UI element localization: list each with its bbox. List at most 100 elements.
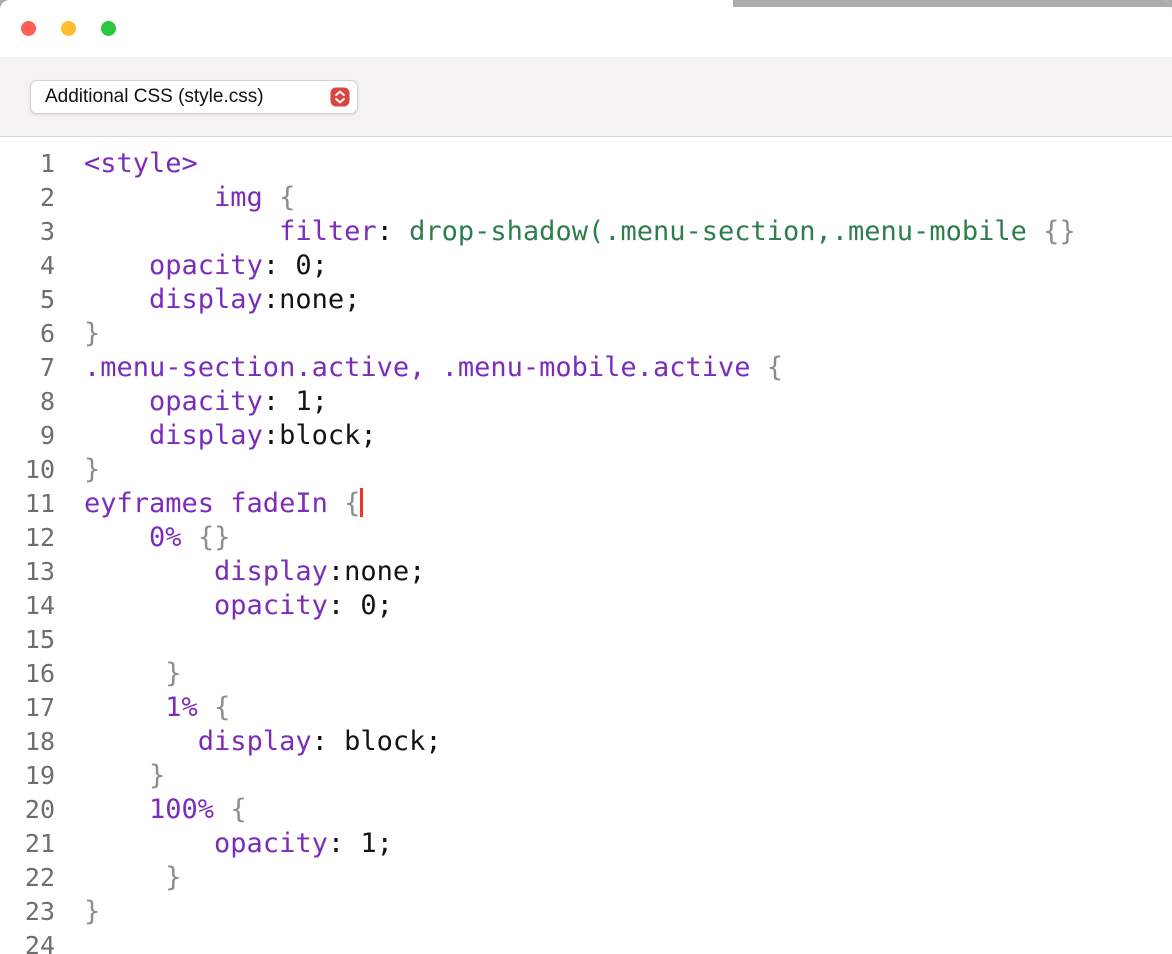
code-line[interactable]: 13 display:none; <box>0 555 1172 589</box>
line-number: 22 <box>24 863 55 892</box>
background-window-edge <box>733 0 1172 7</box>
code-line[interactable]: 10} <box>0 453 1172 487</box>
code-token <box>84 216 279 247</box>
line-number: 20 <box>24 795 55 824</box>
code-text <box>55 930 84 954</box>
code-token: } <box>84 454 101 485</box>
code-token <box>84 862 165 893</box>
code-editor[interactable]: 1<style>2 img {3 filter: drop-shadow(.me… <box>0 138 1172 954</box>
up-down-stepper-icon <box>330 87 350 107</box>
code-text: 100% { <box>55 794 247 825</box>
code-token: : <box>376 216 410 247</box>
zoom-button[interactable] <box>101 21 116 36</box>
close-button[interactable] <box>21 21 36 36</box>
code-token: { <box>279 182 296 213</box>
code-line[interactable]: 4 opacity: 0; <box>0 249 1172 283</box>
code-line[interactable]: 8 opacity: 1; <box>0 385 1172 419</box>
code-token: display <box>149 284 263 315</box>
code-token: .menu-section.active, .menu-mobile.activ… <box>84 352 751 383</box>
code-token <box>84 692 165 723</box>
line-number: 10 <box>24 455 55 484</box>
code-text: opacity: 0; <box>55 250 328 281</box>
code-text: 0% {} <box>55 522 230 553</box>
code-token: img <box>214 182 263 213</box>
line-number: 7 <box>39 353 55 382</box>
code-token: opacity <box>149 386 263 417</box>
code-token: } <box>84 896 101 927</box>
line-number: 24 <box>24 931 55 954</box>
code-token: display <box>197 726 312 757</box>
file-selector-label: Additional CSS (style.css) <box>45 85 264 107</box>
code-line[interactable]: 14 opacity: 0; <box>0 589 1172 623</box>
code-token: : 1; <box>327 828 393 859</box>
code-line[interactable]: 15 <box>0 623 1172 657</box>
code-token: <style> <box>84 148 198 179</box>
titlebar <box>0 0 1172 57</box>
line-number: 17 <box>24 693 55 722</box>
code-line[interactable]: 20 100% { <box>0 793 1172 827</box>
code-line[interactable]: 18 display: block; <box>0 725 1172 759</box>
code-token <box>84 828 214 859</box>
code-token: { <box>344 488 361 519</box>
code-text: opacity: 0; <box>55 590 393 621</box>
code-text: } <box>55 760 165 791</box>
code-line[interactable]: 5 display:none; <box>0 283 1172 317</box>
code-token <box>84 386 149 417</box>
code-token: } <box>165 658 182 689</box>
code-line[interactable]: 12 0% {} <box>0 521 1172 555</box>
code-token <box>84 658 165 689</box>
code-token <box>84 420 149 451</box>
code-line[interactable]: 23} <box>0 895 1172 929</box>
code-text: opacity: 1; <box>55 828 393 859</box>
code-text: .menu-section.active, .menu-mobile.activ… <box>55 352 783 383</box>
code-token <box>328 488 344 519</box>
code-token <box>1027 216 1043 247</box>
code-text: display: block; <box>55 726 442 757</box>
code-token <box>182 522 198 553</box>
text-cursor <box>360 488 364 517</box>
code-line[interactable]: 3 filter: drop-shadow(.menu-section,.men… <box>0 215 1172 249</box>
code-line[interactable]: 9 display:block; <box>0 419 1172 453</box>
code-token: { <box>214 692 231 723</box>
code-token: { <box>766 352 784 383</box>
line-number: 2 <box>39 183 55 212</box>
line-number: 13 <box>24 557 55 586</box>
code-text: } <box>55 896 100 927</box>
code-text: display:none; <box>55 284 360 315</box>
code-text: eyframes fadeIn { <box>55 488 364 519</box>
line-number: 16 <box>24 659 55 688</box>
code-line[interactable]: 22 } <box>0 861 1172 895</box>
code-token <box>84 590 214 621</box>
code-text <box>55 624 84 655</box>
code-line[interactable]: 2 img { <box>0 181 1172 215</box>
code-line[interactable]: 16 } <box>0 657 1172 691</box>
line-number: 11 <box>24 489 55 518</box>
code-line[interactable]: 6} <box>0 317 1172 351</box>
code-line[interactable]: 19 } <box>0 759 1172 793</box>
code-line[interactable]: 7 .menu-section.active, .menu-mobile.acti… <box>0 351 1172 385</box>
code-token: drop-shadow(.menu-section,.menu-mobile <box>409 216 1027 247</box>
line-number: 8 <box>39 387 55 416</box>
code-token: { <box>230 794 247 825</box>
minimize-button[interactable] <box>61 21 76 36</box>
code-text: 1% { <box>55 692 230 723</box>
code-token: : 0; <box>327 590 393 621</box>
code-token: eyframes fadeIn <box>84 488 328 519</box>
line-number: 15 <box>24 625 55 654</box>
code-line[interactable]: 21 opacity: 1; <box>0 827 1172 861</box>
code-token: opacity <box>214 590 328 621</box>
code-token: filter <box>279 216 377 247</box>
code-token: 100% <box>149 794 215 825</box>
code-line[interactable]: 24 <box>0 929 1172 954</box>
code-token: :block; <box>262 420 377 451</box>
code-token <box>84 250 149 281</box>
file-selector-dropdown[interactable]: Additional CSS (style.css) <box>30 79 358 114</box>
code-token: display <box>149 420 263 451</box>
code-token: {} <box>197 522 231 553</box>
code-line[interactable]: 1<style> <box>0 147 1172 181</box>
code-line[interactable]: 17 1% { <box>0 691 1172 725</box>
line-number: 12 <box>24 523 55 552</box>
code-lines: 1<style>2 img {3 filter: drop-shadow(.me… <box>0 147 1172 954</box>
